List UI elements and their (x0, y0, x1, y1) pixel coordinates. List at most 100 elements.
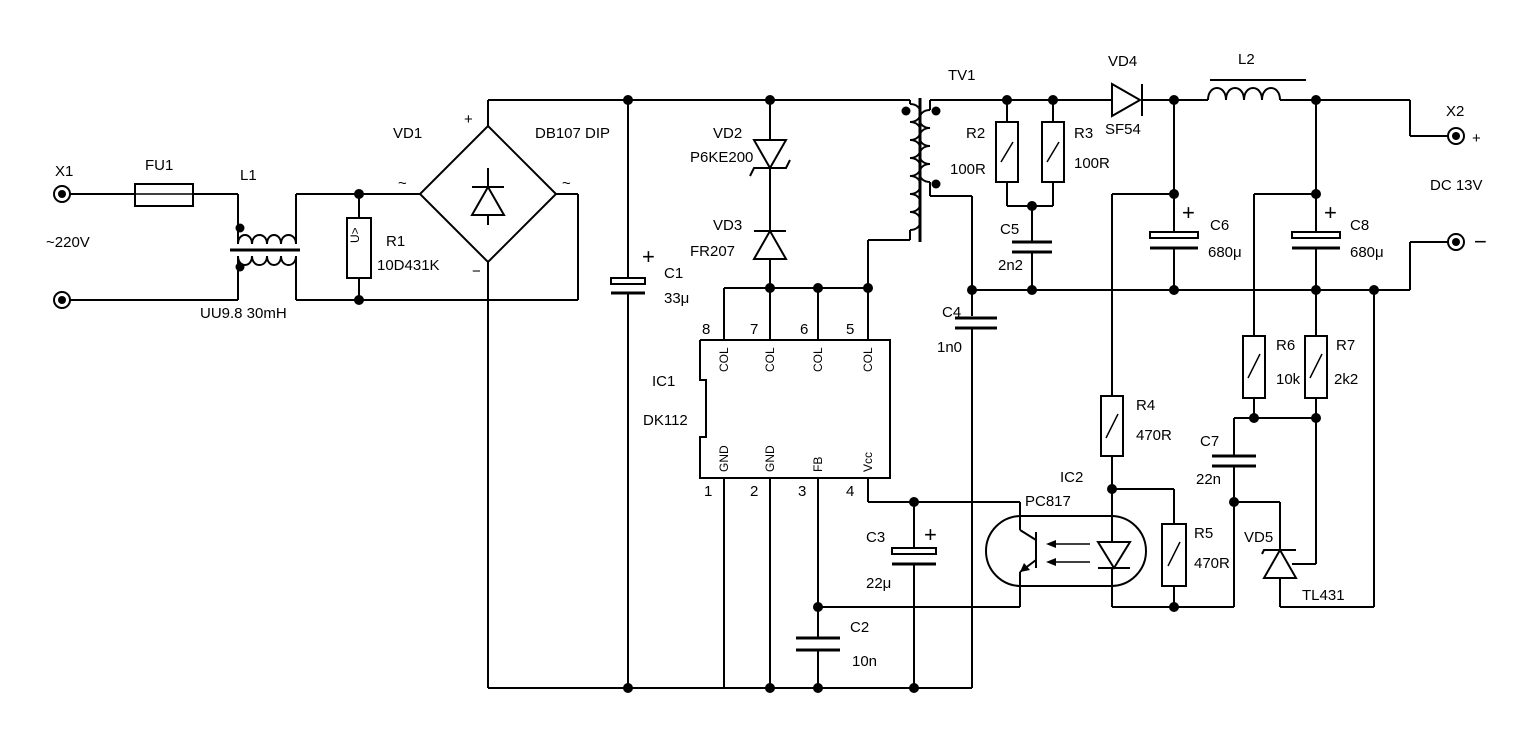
c1-plus: + (642, 244, 655, 269)
vd3-ref: VD3 (713, 217, 742, 234)
ic1-pin7-name: COL (763, 347, 777, 372)
c5-ref: C5 (1000, 221, 1019, 238)
bridge-rectifier-vd1: ~ ~ + − VD1 DB107 DIP (378, 100, 610, 688)
r4-ref: R4 (1136, 397, 1155, 414)
ic1-pin3-name: FB (811, 457, 825, 472)
vd2-ref: VD2 (713, 125, 742, 142)
vd1-ac-right: ~ (562, 175, 571, 192)
vd1-minus: − (472, 263, 481, 280)
c6-plus: + (1182, 200, 1195, 225)
vd2-value: P6KE200 (690, 149, 753, 166)
c3-ref: C3 (866, 529, 885, 546)
ic2-ref: IC2 (1060, 469, 1083, 486)
c2-value: 10n (852, 653, 877, 670)
c1-ref: C1 (664, 265, 683, 282)
c3-plus: + (924, 522, 937, 547)
c8-value: 680μ (1350, 244, 1384, 261)
ic1-pin1-num: 1 (704, 483, 712, 500)
connector-x2: X2 + DC 13V − (1409, 100, 1487, 290)
r6-value: 10k (1276, 371, 1301, 388)
c7-value: 22n (1196, 471, 1221, 488)
ic1-value: DK112 (643, 412, 688, 429)
resistor-r4: R4 470R (1100, 395, 1172, 542)
ic1-pin5-num: 5 (846, 321, 854, 338)
vd4-ref: VD4 (1108, 53, 1137, 70)
connector-x1: X1 ~220V (46, 163, 90, 309)
ic1-pin8-num: 8 (702, 321, 710, 338)
r7-ref: R7 (1336, 337, 1355, 354)
vd1-ref: VD1 (393, 125, 422, 142)
l2-ref: L2 (1238, 51, 1255, 68)
resistor-r6: R6 10k (1242, 335, 1301, 418)
x2-plus: + (1472, 130, 1481, 147)
diode-vd4: VD4 SF54 (1105, 53, 1208, 138)
ic1-ref: IC1 (652, 373, 675, 390)
ic1-pin5-name: COL (861, 347, 875, 372)
r2-value: 100R (950, 161, 986, 178)
l1-value: UU9.8 30mH (200, 305, 287, 322)
vd3-value: FR207 (690, 243, 735, 260)
ic1-pin2-name: GND (763, 445, 777, 472)
c7-ref: C7 (1200, 433, 1219, 450)
r1-symbol: U> (348, 227, 362, 243)
transformer-tv1: TV1 (901, 67, 976, 242)
c1-value: 33μ (664, 290, 689, 307)
c6-ref: C6 (1210, 217, 1229, 234)
r7-value: 2k2 (1334, 371, 1358, 388)
x1-value: ~220V (46, 234, 90, 251)
resistor-r5: R5 470R (1161, 523, 1230, 612)
ic2-value: PC817 (1025, 493, 1071, 510)
diode-vd3: VD3 FR207 (690, 217, 788, 288)
r3-ref: R3 (1074, 125, 1093, 142)
vd1-plus: + (464, 111, 473, 128)
capacitor-c8: + C8 680μ (1291, 100, 1384, 295)
vd1-ac-left: ~ (398, 175, 407, 192)
r3-value: 100R (1074, 155, 1110, 172)
resistor-r2: R2 100R (950, 100, 1019, 206)
capacitor-c1: + C1 33μ (610, 95, 689, 693)
r4-value: 470R (1136, 427, 1172, 444)
c4-ref: C4 (942, 304, 961, 321)
ic1-pin7-num: 7 (750, 321, 758, 338)
choke-l1: L1 UU9.8 30mH (200, 167, 300, 322)
shunt-regulator-vd5: VD5 TL431 (1234, 290, 1375, 608)
varistor-r1: U> R1 10D431K (296, 189, 578, 305)
inductor-l2: L2 (1207, 51, 1410, 105)
capacitor-c4: C4 1n0 (937, 304, 997, 688)
capacitor-c7: C7 22n (1196, 433, 1256, 507)
x2-value: DC 13V (1430, 177, 1483, 194)
ic1-pin8-name: COL (717, 347, 731, 372)
c5-value: 2n2 (998, 257, 1023, 274)
fuse-fu1: FU1 (70, 157, 238, 207)
x2-minus: − (1474, 229, 1487, 254)
ic1-pin4-num: 4 (846, 483, 854, 500)
x1-ref: X1 (55, 163, 73, 180)
ic1-pin4-name: Vcc (861, 452, 875, 472)
ic1-pin2-num: 2 (750, 483, 758, 500)
vd1-value: DB107 DIP (535, 125, 610, 142)
c4-value: 1n0 (937, 339, 962, 356)
optocoupler-ic2: IC2 PC817 (985, 469, 1147, 607)
vd4-value: SF54 (1105, 121, 1141, 138)
l1-ref: L1 (240, 167, 257, 184)
ic1-pin6-name: COL (811, 347, 825, 372)
tvs-vd2: VD2 P6KE200 (690, 95, 791, 230)
vd5-value: TL431 (1302, 587, 1345, 604)
c2-ref: C2 (850, 619, 869, 636)
resistor-r7: R7 2k2 (1304, 290, 1358, 418)
r6-ref: R6 (1276, 337, 1295, 354)
ic1-pin1-name: GND (717, 445, 731, 472)
r1-ref: R1 (386, 233, 405, 250)
tv1-ref: TV1 (948, 67, 976, 84)
resistor-r3: R3 100R (1041, 100, 1110, 206)
r1-value: 10D431K (377, 257, 440, 274)
r5-ref: R5 (1194, 525, 1213, 542)
c8-plus: + (1324, 200, 1337, 225)
ic1-pin6-num: 6 (800, 321, 808, 338)
c3-value: 22μ (866, 575, 891, 592)
c8-ref: C8 (1350, 217, 1369, 234)
capacitor-c5: C5 2n2 (998, 206, 1052, 295)
r2-ref: R2 (966, 125, 985, 142)
vd5-ref: VD5 (1244, 529, 1273, 546)
